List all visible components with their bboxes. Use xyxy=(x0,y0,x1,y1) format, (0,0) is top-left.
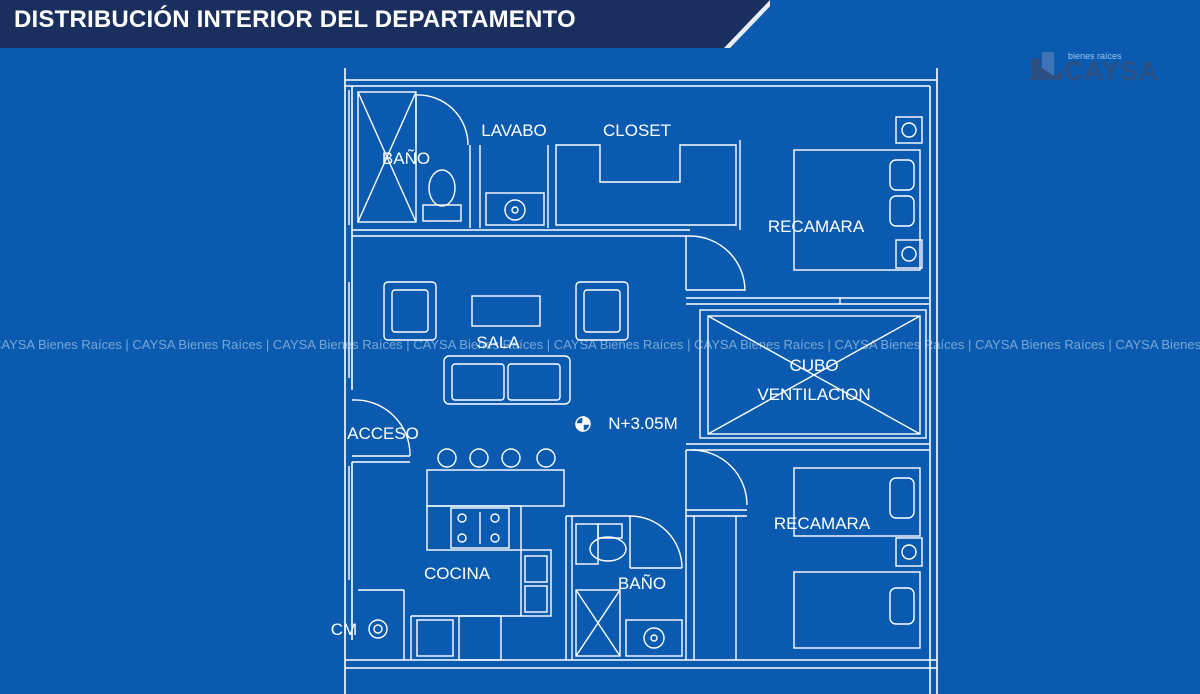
lavabo-fixture xyxy=(485,145,549,228)
room-label-closet: CLOSET xyxy=(602,121,672,140)
room-label-acceso: ACCESO xyxy=(347,424,419,443)
level-label: N+3.05M xyxy=(608,414,678,433)
title-banner-shape xyxy=(0,0,770,48)
ventilation-shaft xyxy=(699,309,927,439)
level-marker-icon xyxy=(575,416,591,432)
room-label-sala: SALA xyxy=(476,333,520,352)
kitchen-island xyxy=(410,448,565,661)
room-label-ventilacion: VENTILACION xyxy=(757,385,871,404)
room-label-bano-top: BAÑO xyxy=(381,149,431,168)
room-label-recamara-top: RECAMARA xyxy=(767,217,865,236)
room-label-cm: CM xyxy=(330,620,358,639)
bottom-bathroom xyxy=(565,515,683,660)
room-label-lavabo: LAVABO xyxy=(481,121,547,140)
bottom-partition xyxy=(685,443,930,660)
living-furniture xyxy=(383,281,629,405)
caysa-logo: bienes raíces CAYSA xyxy=(1026,46,1166,86)
page-title: DISTRIBUCIÓN INTERIOR DEL DEPARTAMENTO xyxy=(14,6,576,33)
top-bedroom-furniture xyxy=(793,116,923,271)
outer-walls xyxy=(344,68,938,694)
watermark-text: CAYSA Bienes Raíces | CAYSA Bienes Raíce… xyxy=(0,337,1200,352)
room-label-cubo: CUBO xyxy=(789,356,839,375)
kitchen-side-wall xyxy=(358,589,405,660)
title-banner: DISTRIBUCIÓN INTERIOR DEL DEPARTAMENTO xyxy=(0,0,770,48)
room-label-recamara-bottom: RECAMARA xyxy=(773,514,871,533)
house-logo-icon xyxy=(1028,52,1062,80)
top-bathroom xyxy=(357,91,481,228)
entry-door xyxy=(351,399,411,463)
bottom-bedroom-furniture xyxy=(793,467,923,649)
room-label-cocina: COCINA xyxy=(423,564,491,583)
closet-block xyxy=(555,140,741,230)
logo-tagline: bienes raíces xyxy=(1068,51,1122,61)
room-label-bano-bottom: BAÑO xyxy=(617,574,667,593)
top-partition xyxy=(352,229,746,292)
logo-brand: CAYSA xyxy=(1064,56,1159,86)
bedroom-wall-top xyxy=(686,297,930,305)
